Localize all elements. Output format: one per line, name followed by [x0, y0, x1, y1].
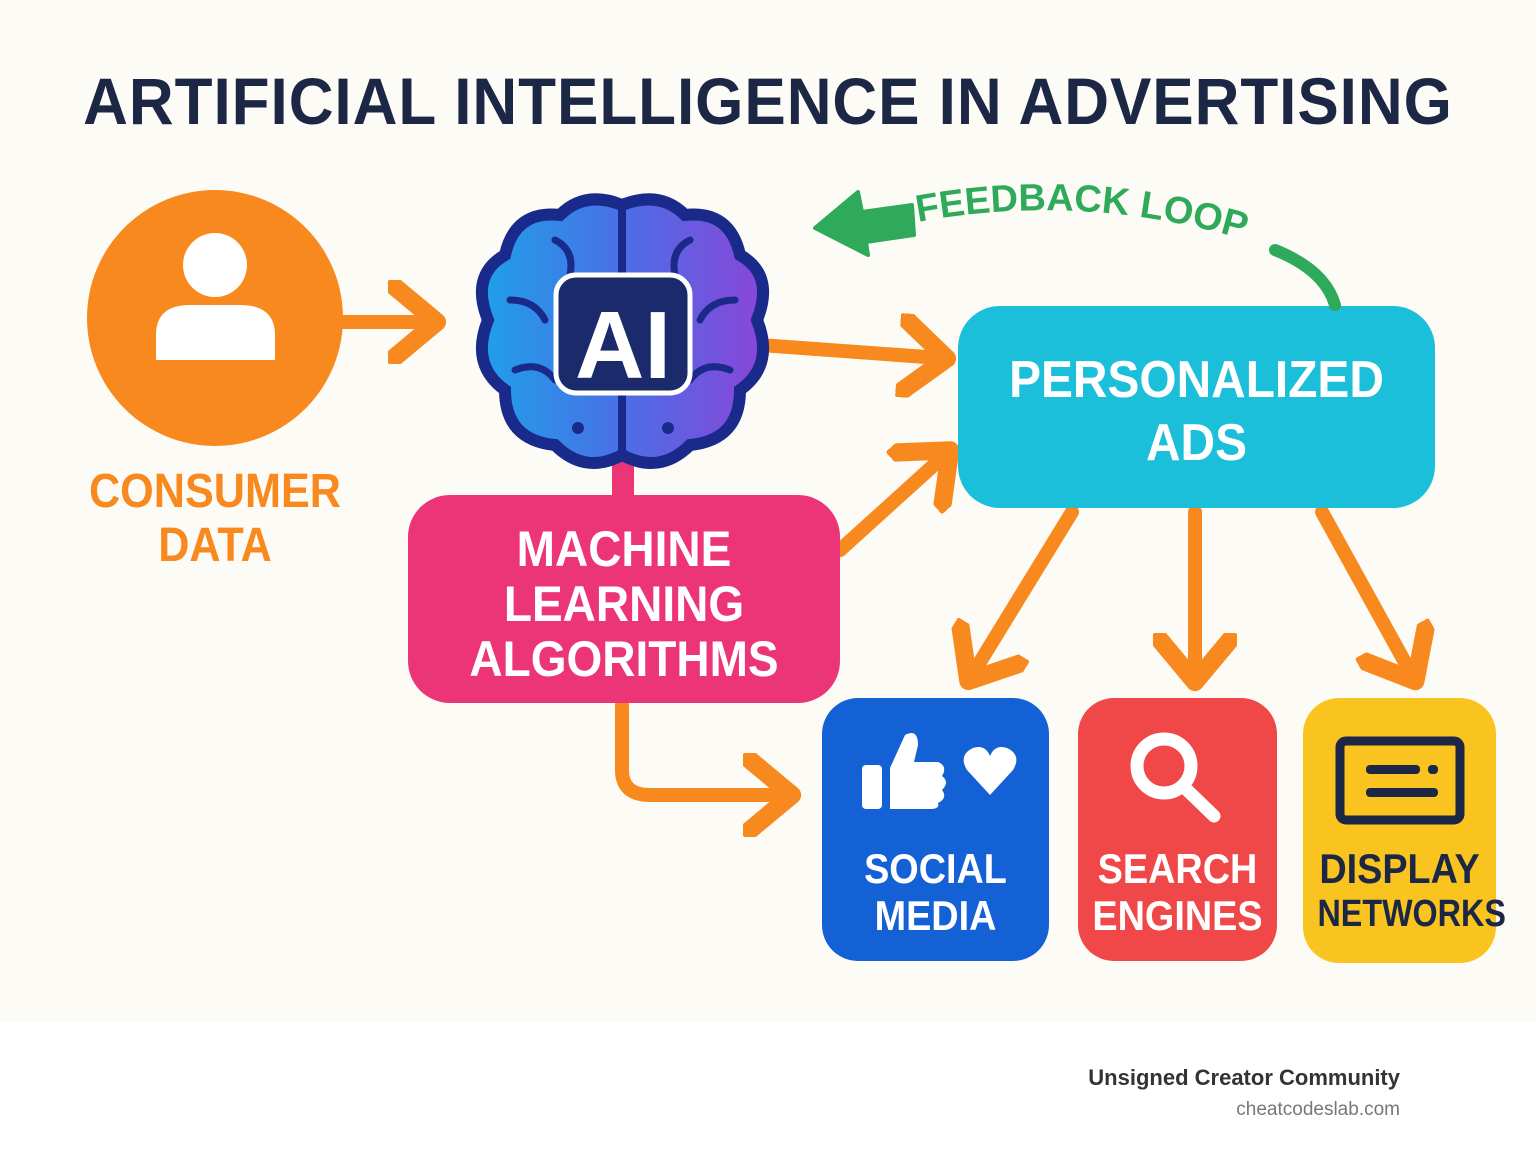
ml-label-line1: MACHINE: [516, 521, 732, 577]
svg-text:FEEDBACK LOOP: FEEDBACK LOOP: [913, 177, 1253, 248]
footer-org: Unsigned Creator Community: [1088, 1065, 1400, 1090]
search-engines-card: [1078, 698, 1277, 961]
arrow-ml-to-social: [615, 698, 785, 795]
feedback-loop: FEEDBACK LOOP: [813, 177, 1341, 311]
ads-label-line2: ADS: [1145, 414, 1247, 472]
personalized-ads-box: [958, 306, 1435, 508]
consumer-data-node: [87, 190, 343, 446]
ml-label-line3: ALGORITHMS: [469, 631, 779, 687]
consumer-data-label-line1: CONSUMER: [88, 465, 342, 518]
person-icon: [156, 233, 275, 360]
thumbs-up-icon: [862, 732, 946, 809]
arrow-ml-to-ads: [833, 455, 945, 557]
brain-icon: AI: [475, 193, 770, 469]
heart-icon: [963, 747, 1017, 795]
magnifier-icon: [1130, 732, 1221, 823]
display-ad-icon: [1335, 736, 1465, 825]
page-title: ARTIFICIAL INTELLIGENCE IN ADVERTISING: [83, 64, 1453, 138]
footer-site: cheatcodeslab.com: [1236, 1099, 1400, 1120]
ai-label: AI: [575, 292, 671, 399]
display-networks-card: [1303, 698, 1496, 963]
search-engines-label-line2: ENGINES: [1092, 892, 1263, 939]
social-media-label-line2: MEDIA: [874, 892, 997, 939]
search-engines-label-line1: SEARCH: [1097, 845, 1258, 892]
ml-label-line2: LEARNING: [503, 576, 745, 632]
arrow-ai-to-ads: [753, 345, 940, 358]
consumer-data-label-line2: DATA: [158, 519, 272, 572]
machine-learning-box: [408, 495, 840, 703]
feedback-loop-label: FEEDBACK LOOP: [913, 177, 1253, 248]
arrow-ads-to-social: [972, 505, 1079, 675]
display-networks-label-line1: DISPLAY: [1319, 845, 1480, 892]
social-media-label-line1: SOCIAL: [864, 845, 1007, 892]
display-networks-label-line2: NETWORKS: [1317, 893, 1506, 935]
ads-label-line1: PERSONALIZED: [1009, 351, 1384, 409]
diagram-art: AI FEEDBACK LOOP: [87, 177, 1496, 963]
feedback-arrow-icon: [813, 190, 916, 257]
arrow-ads-to-display: [1315, 505, 1412, 675]
